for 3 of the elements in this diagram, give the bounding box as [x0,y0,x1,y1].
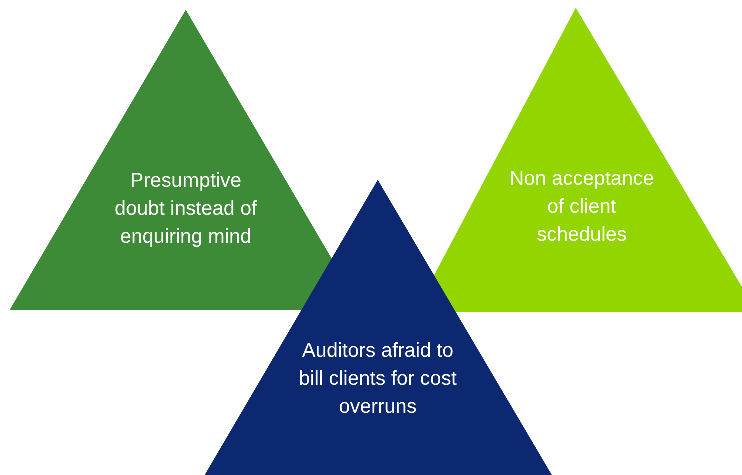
triangle-label: Auditors afraid to bill clients for cost overruns [298,339,458,420]
triangle-label: Presumptive doubt instead of enquiring mind [114,169,258,250]
triangle-label: Non acceptance of client schedules [508,167,656,248]
